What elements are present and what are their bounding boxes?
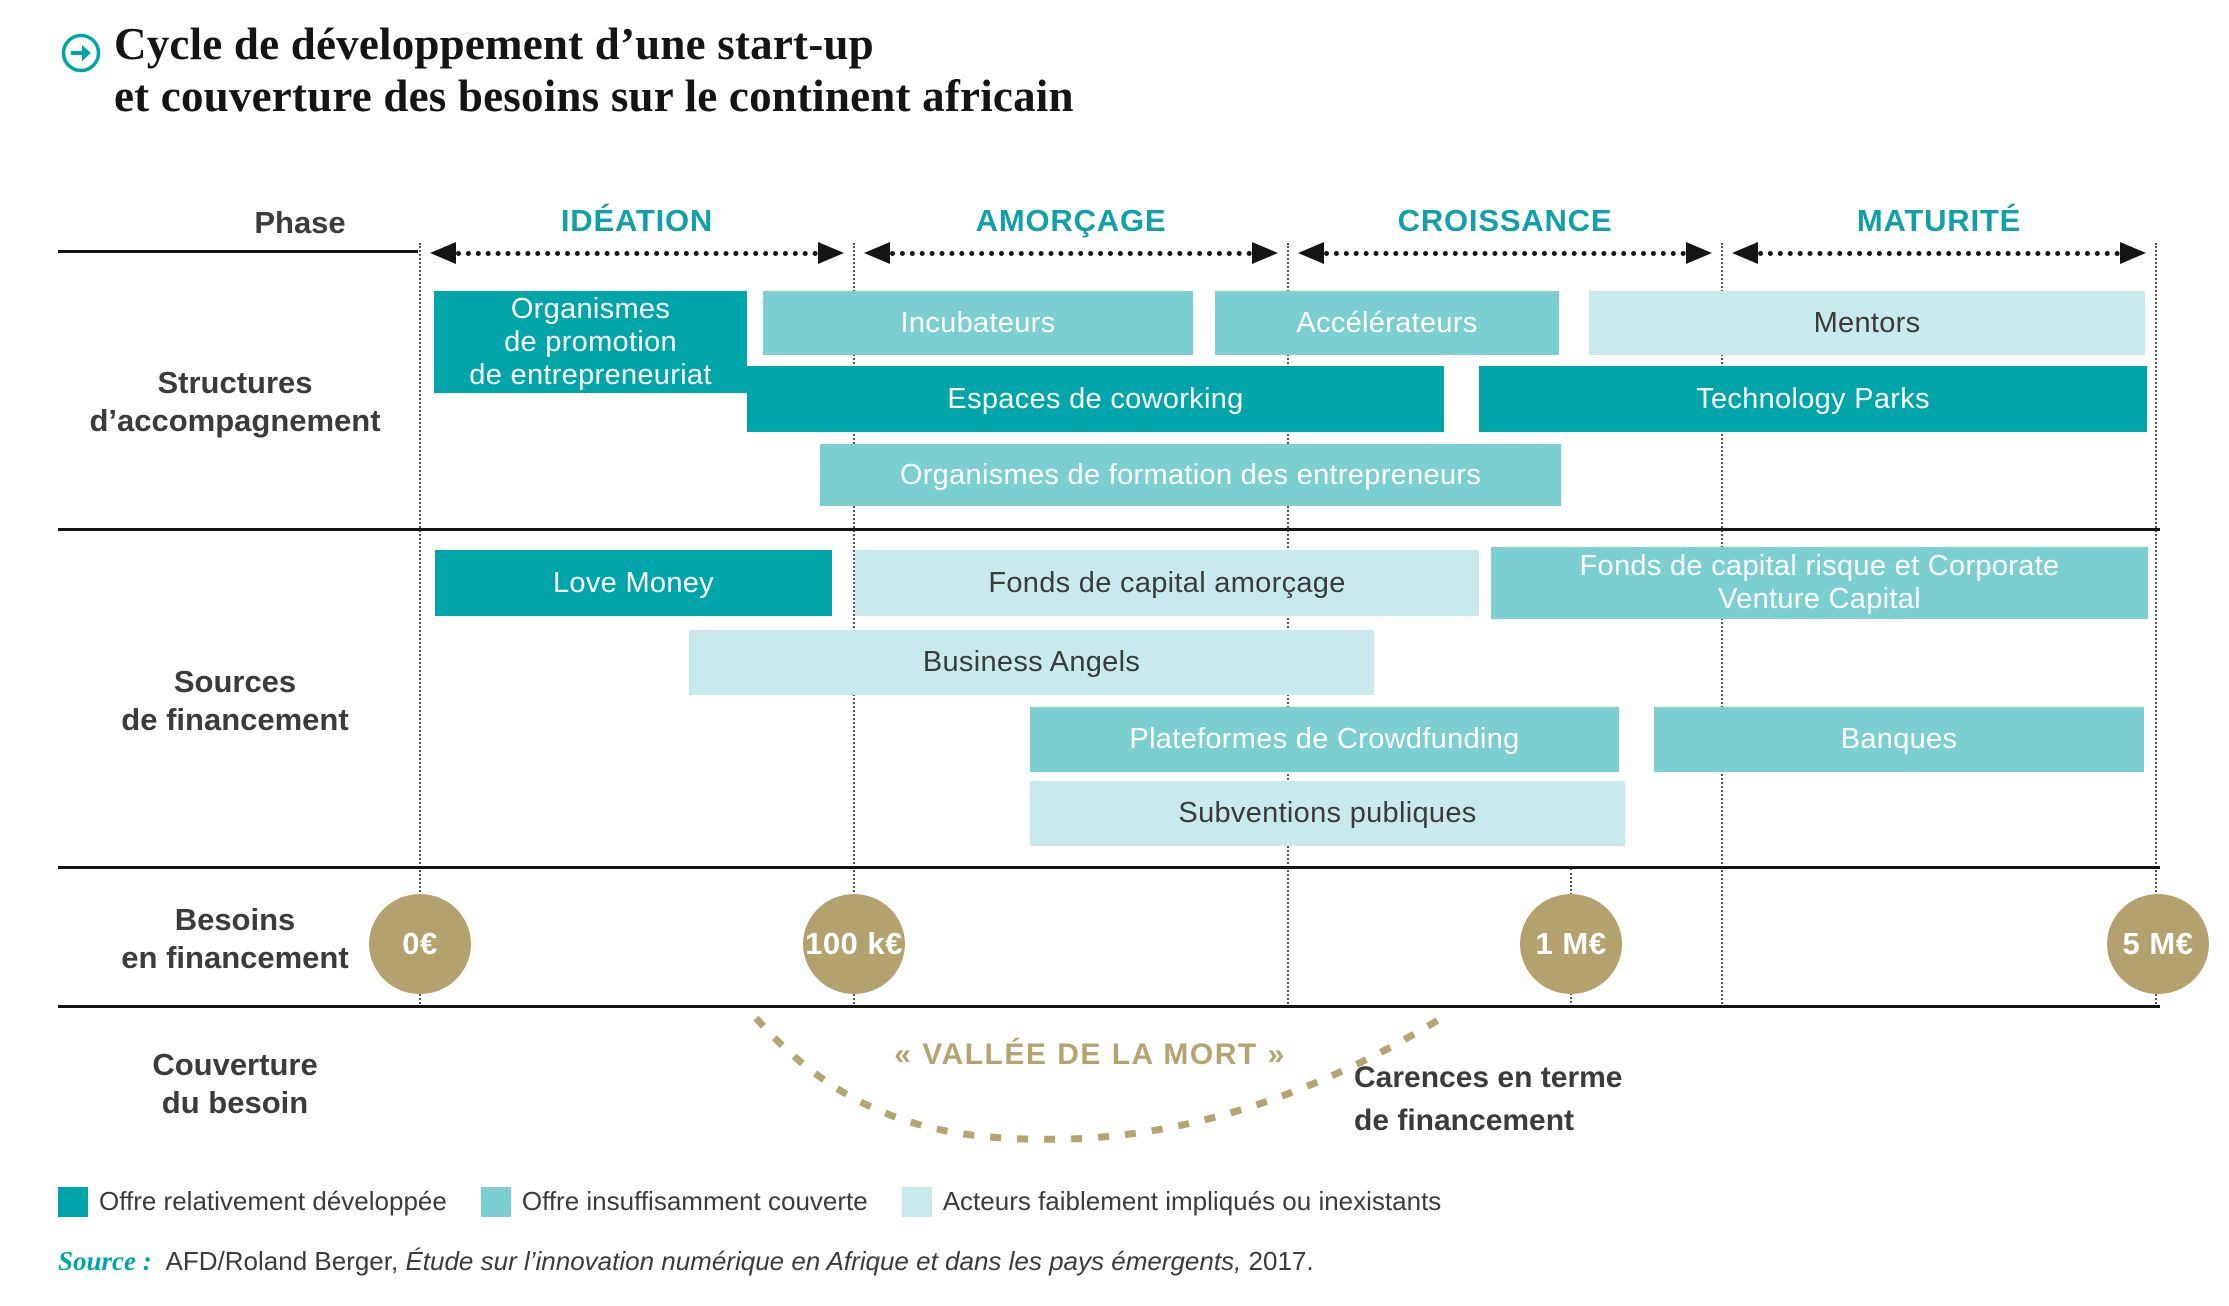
page-title-block: Cycle de développement d’une start-up et… <box>60 18 1074 122</box>
valley-of-death-label: « VALLÉE DE LA MORT » <box>894 1038 1286 1071</box>
arrowhead-right-icon <box>818 242 844 264</box>
milestone-5m-euro: 5 M€ <box>2107 894 2209 994</box>
source-prefix: Source : <box>58 1246 152 1276</box>
arrowhead-right-icon <box>1686 242 1712 264</box>
source-authors: AFD/Roland Berger, <box>165 1246 406 1276</box>
page-title: Cycle de développement d’une start-up et… <box>114 19 1074 121</box>
financing-gap-note: Carences en terme de financement <box>1354 1061 1623 1137</box>
legend: Offre relativement développée Offre insu… <box>58 1186 1441 1217</box>
legend-label: Offre insuffisamment couverte <box>521 1186 868 1216</box>
bar-banques: Banques <box>1654 707 2144 772</box>
bar-accelerateurs: Accélérateurs <box>1215 291 1559 355</box>
milestone-1m-euro: 1 M€ <box>1520 894 1622 994</box>
phase-boundary-line <box>2155 243 2157 1007</box>
milestone-100k-euro: 100 k€ <box>803 894 905 994</box>
source-citation: Source : AFD/Roland Berger, Étude sur l’… <box>58 1246 1314 1277</box>
dotted-shaft <box>1758 250 2120 256</box>
phase-amorcage: AMORÇAGE <box>975 203 1167 238</box>
bar-subventions-publiques: Subventions publiques <box>1030 781 1625 846</box>
legend-label: Acteurs faiblement impliqués ou inexista… <box>942 1186 1442 1216</box>
legend-swatch-dark-icon <box>58 1186 88 1217</box>
arrowhead-left-icon <box>864 242 890 264</box>
legend-item-insufficient: Offre insuffisamment couverte <box>480 1186 868 1217</box>
arrowhead-left-icon <box>1732 242 1758 264</box>
legend-item-developed: Offre relativement développée <box>58 1186 447 1217</box>
bar-business-angels: Business Angels <box>689 630 1374 695</box>
arrowhead-left-icon <box>430 242 456 264</box>
legend-label: Offre relativement développée <box>99 1186 447 1216</box>
sources-row-label: Sources de financement <box>121 664 349 737</box>
source-year: 2017. <box>1248 1246 1314 1276</box>
phase-span-arrow <box>1298 242 1712 264</box>
bar-organismes-formation: Organismes de formation des entrepreneur… <box>820 444 1561 506</box>
milestone-0-euro: 0€ <box>369 894 471 994</box>
section-divider <box>58 1005 2160 1008</box>
bar-fonds-capital-risque-cvc: Fonds de capital risque et Corporate Ven… <box>1491 547 2148 619</box>
section-divider <box>58 866 2160 869</box>
phase-row-label: Phase <box>254 205 346 240</box>
source-study-title: Étude sur l’innovation numérique en Afri… <box>405 1246 1249 1276</box>
phase-ideation: IDÉATION <box>560 203 714 238</box>
bar-incubateurs: Incubateurs <box>763 291 1193 355</box>
bar-crowdfunding: Plateformes de Crowdfunding <box>1030 707 1619 772</box>
dotted-shaft <box>890 250 1252 256</box>
phase-baseline-left <box>58 250 418 253</box>
legend-item-inexistent: Acteurs faiblement impliqués ou inexista… <box>901 1186 1442 1217</box>
bar-organismes-promotion: Organismes de promotion de entrepreneuri… <box>434 291 747 393</box>
dotted-shaft <box>1324 250 1686 256</box>
legend-swatch-light-icon <box>901 1186 932 1217</box>
phase-boundary-line <box>1287 243 1289 1007</box>
bar-love-money: Love Money <box>435 550 832 616</box>
phase-croissance: CROISSANCE <box>1397 203 1613 238</box>
phase-boundary-line <box>853 243 855 1007</box>
bar-fonds-capital-amorcage: Fonds de capital amorçage <box>855 550 1479 616</box>
phase-span-arrow <box>1732 242 2146 264</box>
arrowhead-right-icon <box>2120 242 2146 264</box>
structures-row-label: Structures d’accompagnement <box>89 365 381 438</box>
arrowhead-right-icon <box>1252 242 1278 264</box>
phase-maturite: MATURITÉ <box>1856 203 2022 238</box>
circled-right-arrow-icon <box>61 33 101 73</box>
arrowhead-left-icon <box>1298 242 1324 264</box>
bar-technology-parks: Technology Parks <box>1479 366 2147 432</box>
bar-espaces-coworking: Espaces de coworking <box>747 366 1444 432</box>
dotted-shaft <box>456 250 818 256</box>
bar-mentors: Mentors <box>1589 291 2145 355</box>
phase-boundary-line <box>1721 243 1723 1007</box>
phase-span-arrow <box>430 242 844 264</box>
couverture-row-label: Couverture du besoin <box>152 1047 318 1120</box>
phase-boundary-line <box>419 243 421 1007</box>
section-divider <box>58 528 2160 531</box>
phase-span-arrow <box>864 242 1278 264</box>
besoins-row-label: Besoins en financement <box>121 902 349 975</box>
legend-swatch-medium-icon <box>480 1186 511 1217</box>
